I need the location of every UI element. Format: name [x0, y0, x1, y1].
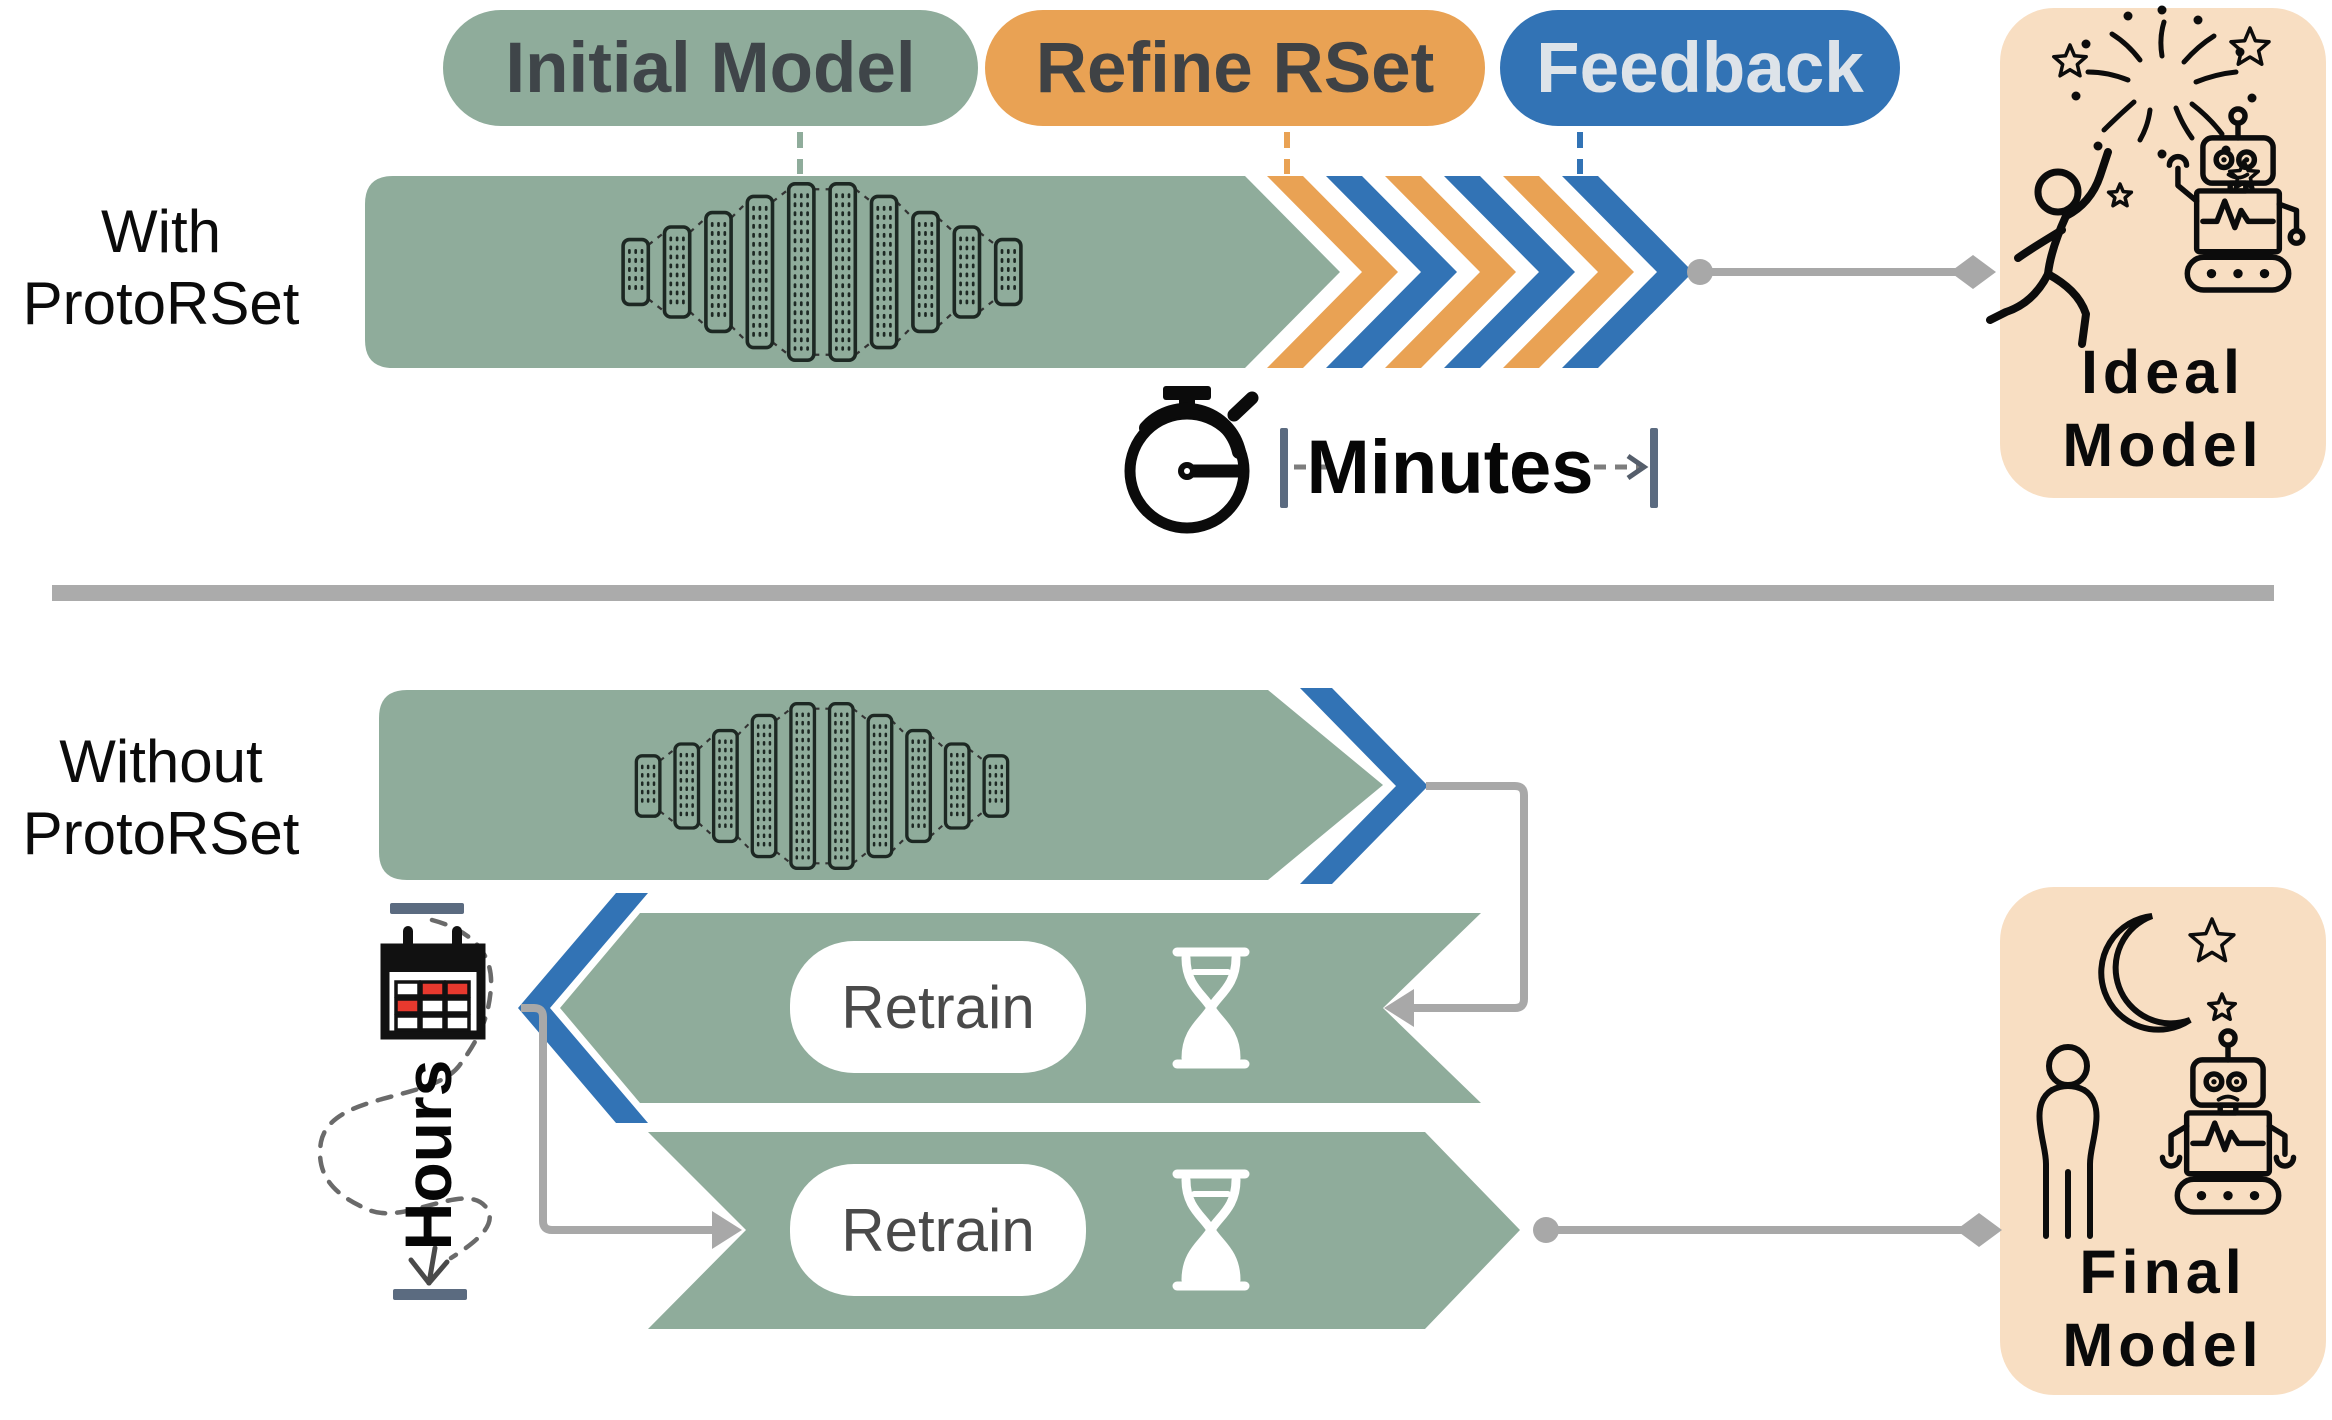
hours-duration-label: Hours — [391, 1059, 465, 1251]
refine-feedback-chevrons — [1267, 176, 1693, 368]
with-protorset-label: With ProtoRSet — [8, 196, 314, 340]
without-initial-bar — [379, 690, 1383, 880]
connector-bar2-arrowhead — [1384, 989, 1414, 1027]
retrain-pill-1: Retrain — [790, 941, 1086, 1073]
without-protorset-label: Without ProtoRSet — [8, 726, 314, 870]
calendar-icon — [380, 926, 486, 1040]
without-line2: ProtoRSet — [22, 800, 300, 867]
with-line1: With — [101, 198, 221, 265]
final-model-label: Final Model — [2062, 1238, 2264, 1379]
connector-bar3-arrowhead — [712, 1211, 742, 1249]
pill-initial-model-label: Initial Model — [505, 28, 916, 108]
ideal-model-label: Ideal Model — [2062, 338, 2264, 479]
connector-bar2-to-bar3 — [521, 1004, 714, 1234]
retrain-pill-2: Retrain — [790, 1164, 1086, 1296]
hourglass-icon — [1177, 952, 1245, 1064]
pill-initial-model: Initial Model — [443, 10, 978, 126]
pill-refine-rset: Refine RSet — [985, 10, 1485, 126]
retrain-label: Retrain — [841, 1196, 1035, 1264]
neural-network-icon — [634, 701, 1010, 871]
stopwatch-icon — [1124, 386, 1259, 534]
section-divider — [52, 585, 2274, 601]
connector-to-final — [1533, 1213, 2002, 1247]
pill-connector-dashes — [797, 132, 1583, 174]
pill-refine-rset-label: Refine RSet — [1035, 28, 1435, 108]
retrain-label: Retrain — [841, 973, 1035, 1041]
without-line1: Without — [59, 728, 263, 795]
feedback-chevron-bar1 — [1300, 688, 1428, 884]
feedback-chevron-bar2 — [518, 893, 648, 1123]
minutes-duration-label: Minutes — [1306, 424, 1594, 510]
pill-feedback-label: Feedback — [1536, 28, 1864, 108]
connector-to-ideal — [1687, 255, 1996, 289]
neural-network-icon — [621, 181, 1023, 363]
with-protorset-bar — [365, 176, 1340, 368]
connector-bar1-to-bar2 — [1404, 782, 1528, 1012]
pill-feedback: Feedback — [1500, 10, 1900, 126]
hourglass-icon — [1177, 1174, 1245, 1286]
with-line2: ProtoRSet — [22, 270, 300, 337]
